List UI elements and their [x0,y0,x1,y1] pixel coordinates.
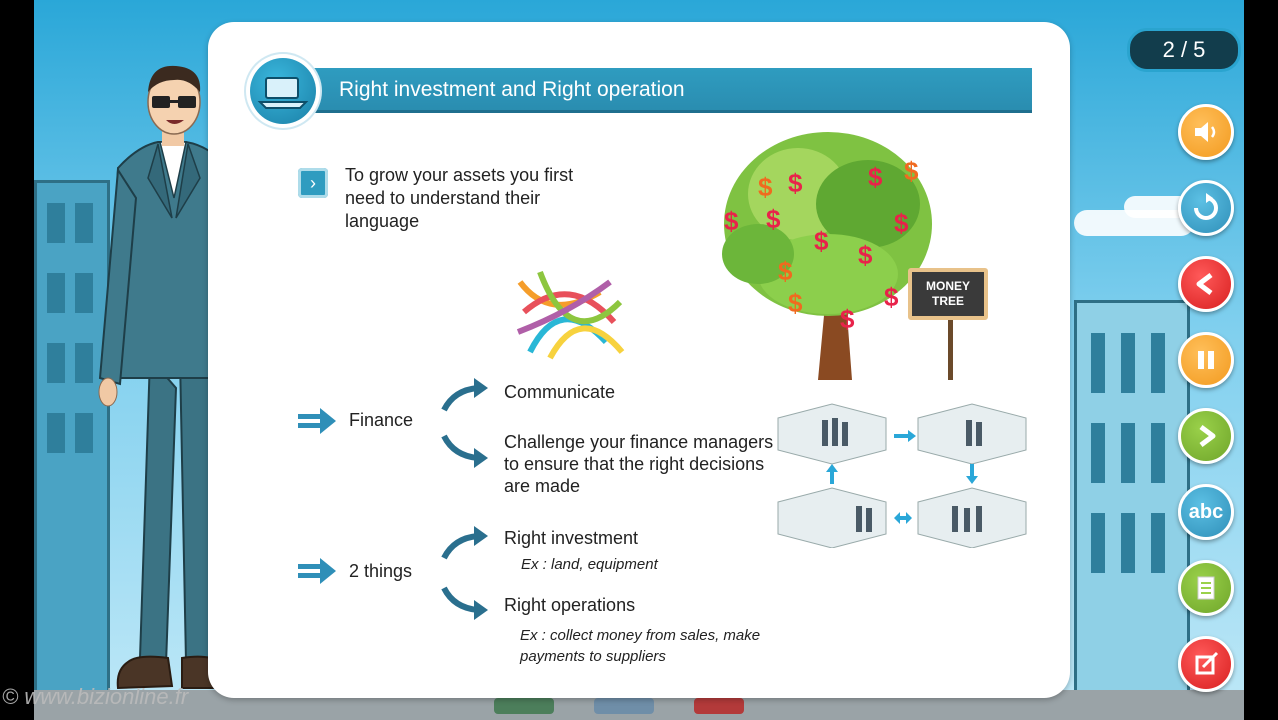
svg-text:$: $ [814,226,829,256]
laptop-badge [246,54,320,128]
replay-button[interactable] [1178,180,1234,236]
investment-example: Ex : land, equipment [521,556,658,573]
money-tree-illustration: $$$ $$$ $$$ $$$$ [722,132,953,380]
office-cycle-illustration [777,403,1027,548]
chevron-left-icon [1196,273,1213,295]
finance-label: Finance [349,410,414,430]
next-button[interactable] [1178,408,1234,464]
slide-title: Right investment and Right operation [339,78,685,101]
svg-text:$: $ [884,282,899,312]
previous-button[interactable] [1178,256,1234,312]
intro-text: To grow your assets you first need to un… [345,165,574,231]
right-investment-text: Right investment [504,528,639,548]
pause-button[interactable] [1178,332,1234,388]
communicate-text: Communicate [504,382,616,402]
svg-text:$: $ [758,172,773,202]
svg-text:$: $ [724,206,739,236]
svg-text:$: $ [766,204,781,234]
abc-icon: abc [1188,500,1224,523]
svg-text:$: $ [840,304,855,334]
double-arrow-icon [298,408,336,434]
svg-text:$: $ [904,156,919,186]
operations-example: Ex : collect money from sales, make paym… [520,627,761,665]
svg-text:$: $ [788,288,803,318]
curved-arrow-down-icon [441,434,488,468]
fullscreen-icon [1195,651,1219,675]
notes-button[interactable] [1178,560,1234,616]
title-bar [284,68,1032,113]
pause-icon [1198,351,1214,369]
glossary-button[interactable]: abc [1178,484,1234,540]
laptop-icon [257,77,309,109]
svg-text:$: $ [894,208,909,238]
svg-text:$: $ [778,256,793,286]
curved-arrow-up-icon [441,378,488,412]
page-counter: 2 / 5 [1127,28,1241,72]
fullscreen-button[interactable] [1178,636,1234,692]
chevron-right-icon [1199,425,1216,447]
money-tree-sign: MONEY TREE [908,268,988,320]
bullet-arrow-icon: › [298,168,328,198]
svg-text:$: $ [868,162,883,192]
document-icon [1197,576,1215,600]
two-things-label: 2 things [349,561,413,581]
svg-text:$: $ [858,240,873,270]
sound-button[interactable] [1178,104,1234,160]
tangled-arrows-illustration [516,270,625,360]
content-panel [208,22,1070,698]
money-tree-sign-text: MONEY TREE [925,279,970,308]
curved-arrow-down-icon [441,586,488,620]
replay-icon [1194,193,1218,220]
right-operations-text: Right operations [504,595,636,615]
speaker-icon [1195,122,1216,142]
double-arrow-icon [298,558,336,584]
challenge-text: Challenge your finance managers to ensur… [504,432,774,496]
svg-text:$: $ [788,168,803,198]
curved-arrow-up-icon [441,526,488,560]
watermark-text: © www.bizionline.fr [2,684,189,709]
